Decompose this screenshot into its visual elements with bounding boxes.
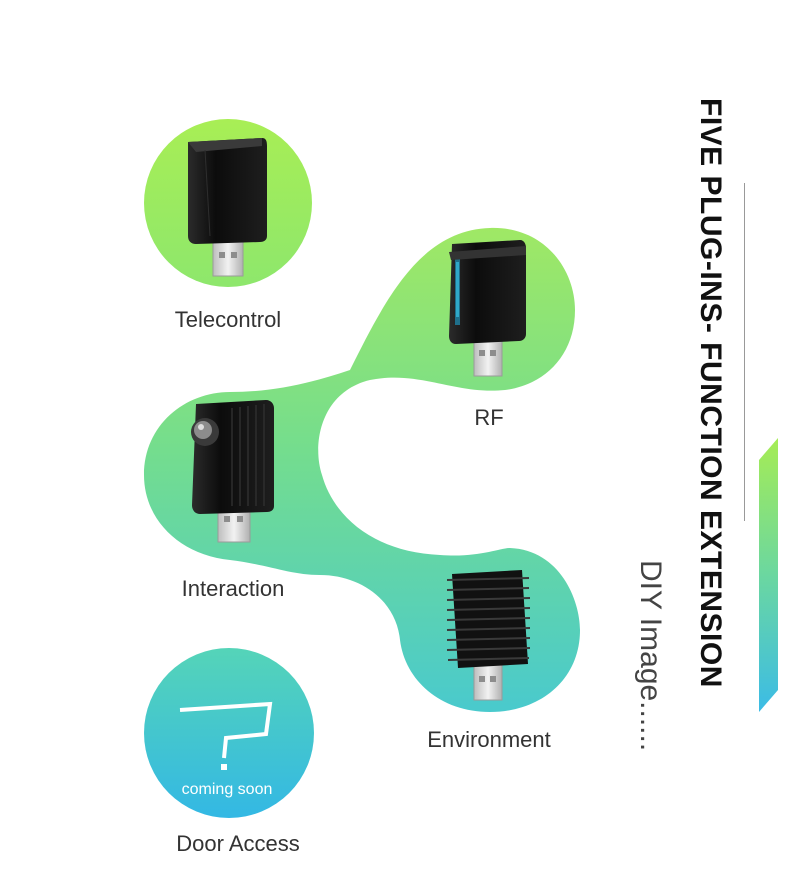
door-access-circle xyxy=(144,648,314,818)
telecontrol-device-icon xyxy=(188,138,267,277)
environment-device-icon xyxy=(446,570,531,701)
question-mark-icon xyxy=(179,701,273,759)
coming-soon-badge: coming soon xyxy=(181,781,273,798)
question-mark-dot-icon xyxy=(221,764,227,770)
plugin-label-rf: RF xyxy=(474,405,504,430)
plugin-label-environment: Environment xyxy=(427,727,551,752)
plugin-label-interaction: Interaction xyxy=(181,576,285,601)
interaction-device-icon xyxy=(191,400,274,543)
plugin-label-door-access: Door Access xyxy=(176,831,300,856)
title-divider xyxy=(744,183,745,521)
page-subtitle: DIY Image...... xyxy=(634,560,667,752)
edge-accent xyxy=(759,438,778,712)
rf-device-icon xyxy=(449,240,526,377)
plugin-label-telecontrol: Telecontrol xyxy=(174,307,282,332)
page-title: FIVE PLUG-INS- FUNCTION EXTENSION xyxy=(694,98,727,688)
